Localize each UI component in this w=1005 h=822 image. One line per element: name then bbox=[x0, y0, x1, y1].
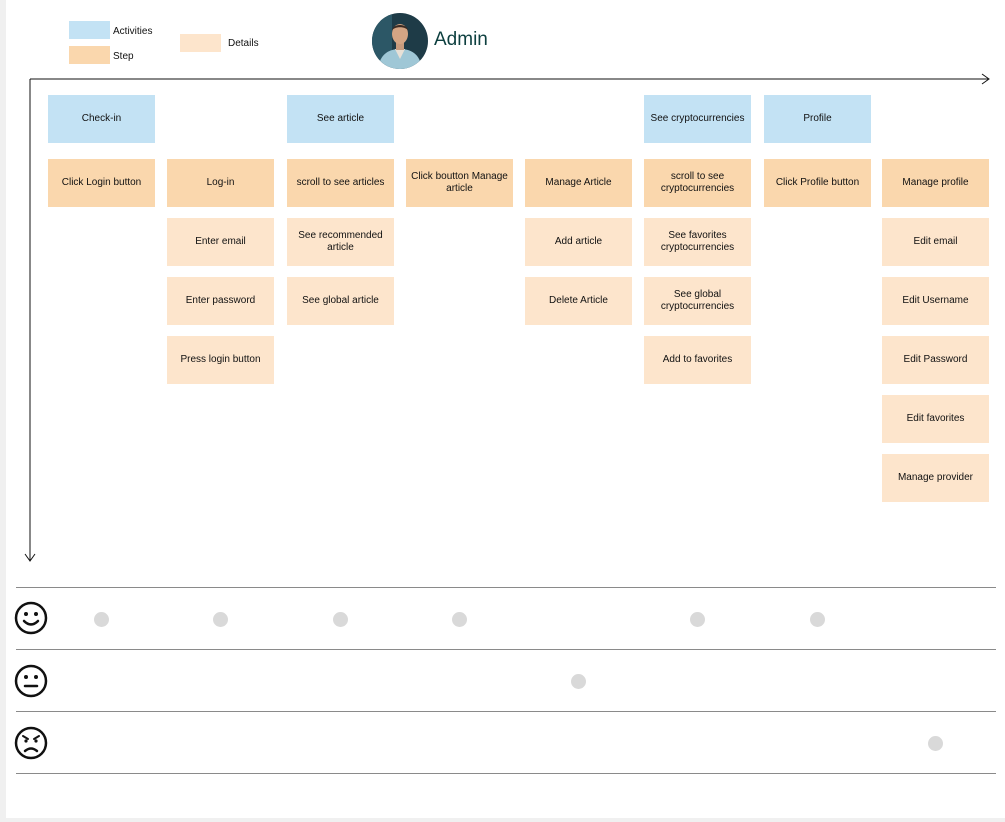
row-divider bbox=[16, 587, 996, 588]
down-arrow-icon bbox=[24, 553, 36, 562]
detail-card: See global article bbox=[287, 277, 394, 325]
step-card: Click Profile button bbox=[764, 159, 871, 207]
detail-card: Edit favorites bbox=[882, 395, 989, 443]
activity-card: Check-in bbox=[48, 95, 155, 143]
step-card: Click boutton Manage article bbox=[406, 159, 513, 207]
detail-card: Manage provider bbox=[882, 454, 989, 502]
step-card: Log-in bbox=[167, 159, 274, 207]
detail-card: See recommended article bbox=[287, 218, 394, 266]
detail-card: Delete Article bbox=[525, 277, 632, 325]
legend-step-swatch bbox=[69, 46, 110, 64]
frowning-face-icon bbox=[14, 726, 48, 760]
detail-card: Press login button bbox=[167, 336, 274, 384]
emotion-dot-happy bbox=[94, 612, 109, 627]
detail-card: Enter password bbox=[167, 277, 274, 325]
detail-card: Edit Username bbox=[882, 277, 989, 325]
detail-card: See favorites cryptocurrencies bbox=[644, 218, 751, 266]
emotion-dot-happy bbox=[213, 612, 228, 627]
legend-activities-swatch bbox=[69, 21, 110, 39]
row-divider bbox=[16, 649, 996, 650]
neutral-face-icon bbox=[14, 664, 48, 698]
legend-step-label: Step bbox=[113, 51, 134, 62]
step-card: Click Login button bbox=[48, 159, 155, 207]
activity-card: Profile bbox=[764, 95, 871, 143]
emotion-dot-neutral bbox=[571, 674, 586, 689]
person-avatar-icon bbox=[372, 13, 428, 69]
user-name: Admin bbox=[434, 29, 488, 50]
activity-card: See cryptocurrencies bbox=[644, 95, 751, 143]
activity-card: See article bbox=[287, 95, 394, 143]
emotion-dot-happy bbox=[452, 612, 467, 627]
step-card: scroll to see cryptocurrencies bbox=[644, 159, 751, 207]
detail-card: See global cryptocurrencies bbox=[644, 277, 751, 325]
legend-details-swatch bbox=[180, 34, 221, 52]
emotion-dot-happy bbox=[333, 612, 348, 627]
legend-activities-label: Activities bbox=[113, 26, 153, 37]
legend-details-label: Details bbox=[228, 38, 259, 49]
right-arrow-icon bbox=[981, 73, 990, 85]
step-card: scroll to see articles bbox=[287, 159, 394, 207]
detail-card: Edit email bbox=[882, 218, 989, 266]
detail-card: Add article bbox=[525, 218, 632, 266]
smiling-face-icon bbox=[14, 601, 48, 635]
emotion-dot-sad bbox=[928, 736, 943, 751]
detail-card: Enter email bbox=[167, 218, 274, 266]
detail-card: Edit Password bbox=[882, 336, 989, 384]
detail-card: Add to favorites bbox=[644, 336, 751, 384]
row-divider bbox=[16, 773, 996, 774]
step-card: Manage Article bbox=[525, 159, 632, 207]
emotion-dot-happy bbox=[690, 612, 705, 627]
emotion-dot-happy bbox=[810, 612, 825, 627]
axes bbox=[24, 73, 990, 562]
step-card: Manage profile bbox=[882, 159, 989, 207]
row-divider bbox=[16, 711, 996, 712]
